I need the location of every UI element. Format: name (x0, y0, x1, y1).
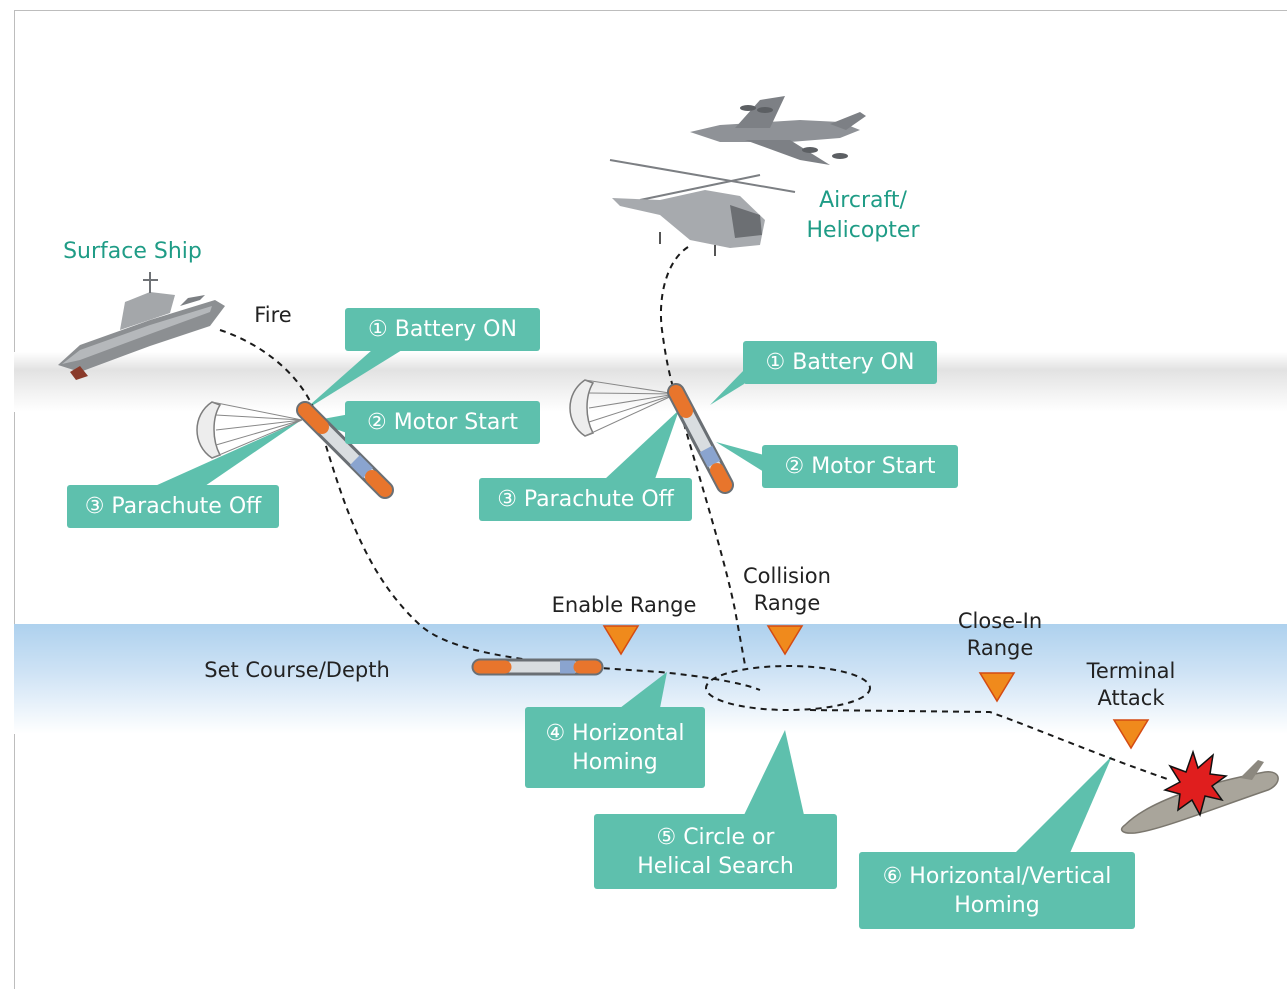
parachute-icon-ship (196, 401, 303, 459)
maritime-patrol-aircraft-icon (690, 96, 866, 165)
surface-ship-icon (58, 272, 225, 380)
explosion-icon (1162, 749, 1228, 818)
callout-pointer-circle-search (744, 730, 804, 815)
range-marker-icon-enable (602, 625, 640, 656)
range-marker-icon-terminal (1112, 719, 1150, 750)
enable-range-label: Enable Range (551, 593, 697, 617)
callout-air-parachute: ③ Parachute Off (479, 478, 692, 521)
callout-air-motor: ② Motor Start (762, 445, 958, 488)
callout-horizontal-homing: ④ Horizontal Homing (525, 707, 705, 788)
circle-search-pattern (705, 665, 871, 711)
helicopter-icon (609, 159, 796, 256)
callout-pointer-air-parachute (605, 410, 679, 479)
callout-pointer-ship-battery (302, 350, 402, 412)
collision-range-label: Collision Range (743, 564, 831, 615)
terminal-attack-label: Terminal Attack (1086, 659, 1176, 710)
close-in-range-label: Close-In Range (957, 609, 1043, 660)
set-course-label: Set Course/Depth (204, 658, 390, 682)
source-label-aircraft: Aircraft/ Helicopter (806, 188, 920, 243)
terminal-attack-trajectory (809, 709, 1171, 781)
callout-terminal-homing: ⑥ Horizontal/Vertical Homing (859, 852, 1135, 929)
diagram-frame (14, 10, 1287, 989)
callout-ship-parachute: ③ Parachute Off (67, 485, 279, 528)
torpedo-icon-air (667, 383, 734, 494)
fire-label: Fire (254, 303, 292, 327)
parachute-icon-air (569, 379, 677, 437)
callout-pointer-air-motor (716, 442, 764, 472)
callout-pointer-horizontal-homing (620, 672, 667, 708)
callout-pointer-air-battery (710, 370, 744, 405)
callout-pointer-terminal-homing (1015, 756, 1112, 853)
callout-ship-battery: ① Battery ON (345, 308, 540, 351)
callout-ship-motor: ② Motor Start (345, 401, 540, 444)
callout-air-battery: ① Battery ON (743, 341, 937, 384)
torpedo-icon-ship (296, 401, 394, 499)
callout-pointer-ship-parachute (155, 421, 300, 486)
callout-circle-search: ⑤ Circle or Helical Search (594, 814, 837, 889)
source-label-surface-ship: Surface Ship (63, 239, 202, 264)
range-marker-icon-close-in (978, 672, 1016, 703)
range-marker-icon-collision (766, 625, 804, 656)
